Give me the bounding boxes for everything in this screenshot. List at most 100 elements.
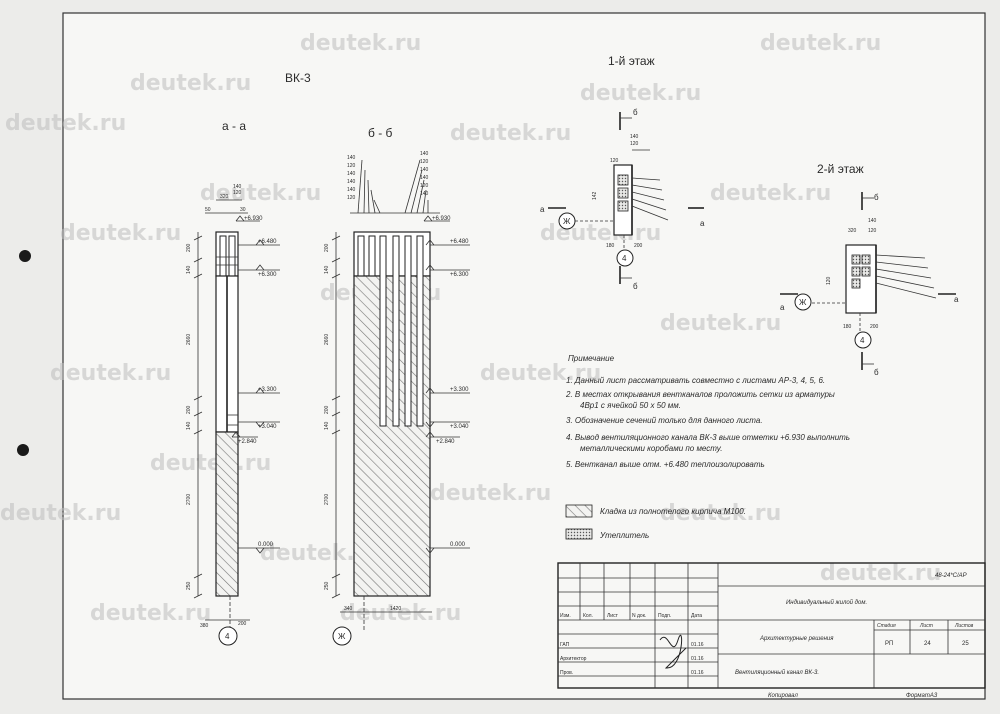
plan-floor-1: б б а а 140 120 142 120 180 200 Ж 4 [540,108,705,291]
svg-text:140: 140 [347,155,356,161]
svg-text:+3.040: +3.040 [450,424,469,430]
svg-text:200: 200 [870,324,879,330]
legend: Кладка из полнотелого кирпича М100. Утеп… [565,504,746,540]
svg-text:Индивидуальный жилой дом.: Индивидуальный жилой дом. [786,599,867,606]
svg-text:140: 140 [347,171,356,177]
svg-text:Кол.: Кол. [583,613,593,619]
svg-text:+2.840: +2.840 [436,439,455,445]
svg-text:3. Обозначение сечений только: 3. Обозначение сечений только для данног… [566,416,763,425]
svg-text:deutek.ru: deutek.ru [130,71,251,96]
svg-text:48-24*С/АР: 48-24*С/АР [935,573,967,579]
section-aa-drawing: 200 140 2660 200 140 2700 250 140 120 32… [186,184,280,646]
svg-text:120: 120 [347,195,356,201]
svg-text:380: 380 [200,623,209,629]
svg-text:б: б [633,108,638,117]
svg-text:deutek.ru: deutek.ru [150,451,271,476]
svg-text:0.000: 0.000 [258,542,274,548]
svg-text:Вентиляционный канал ВК-3.: Вентиляционный канал ВК-3. [735,669,819,676]
svg-text:320: 320 [220,194,229,200]
svg-text:Примечание: Примечание [568,354,615,363]
svg-text:120: 120 [233,190,242,196]
svg-text:Архитектурные решения: Архитектурные решения [759,636,834,642]
punch-hole [17,444,29,456]
svg-text:2660: 2660 [324,334,330,345]
title-section-aa: а - а [222,119,246,133]
svg-text:Дата: Дата [691,613,702,619]
svg-text:4: 4 [225,632,230,641]
svg-text:б: б [874,368,879,377]
svg-text:deutek.ru: deutek.ru [450,121,571,146]
svg-text:deutek.ru: deutek.ru [90,601,211,626]
svg-text:+3.040: +3.040 [258,424,277,430]
svg-text:2700: 2700 [186,494,192,505]
svg-text:120: 120 [420,183,429,189]
svg-text:200: 200 [238,621,247,627]
svg-text:140: 140 [868,218,877,224]
svg-text:140: 140 [347,187,356,193]
svg-text:deutek.ru: deutek.ru [60,221,181,246]
svg-text:deutek.ru: deutek.ru [340,601,461,626]
svg-text:1. Данный лист рассматривать с: 1. Данный лист рассматривать совместно с… [566,376,825,385]
section-bb-drawing: 200 140 2660 200 140 2700 250 140 120 14… [324,151,470,646]
svg-text:deutek.ru: deutek.ru [430,481,551,506]
svg-text:+6.300: +6.300 [450,272,469,278]
svg-text:250: 250 [324,581,330,590]
svg-text:140: 140 [347,179,356,185]
svg-text:+2.840: +2.840 [238,439,257,445]
svg-text:ФорматА3: ФорматА3 [906,693,938,699]
svg-text:01.16: 01.16 [691,670,704,676]
svg-text:Лист: Лист [919,623,933,629]
svg-text:200: 200 [634,243,643,249]
svg-text:140: 140 [324,265,330,274]
svg-text:а: а [780,303,785,312]
svg-text:01.16: 01.16 [691,642,704,648]
drawing-frame [62,12,986,700]
svg-text:200: 200 [186,405,192,414]
svg-text:deutek.ru: deutek.ru [710,181,831,206]
svg-text:140: 140 [186,421,192,430]
svg-text:4: 4 [622,254,627,263]
svg-text:Изм.: Изм. [560,613,571,619]
svg-text:N док.: N док. [632,613,646,619]
svg-text:Кладка из полнотелого кирпича: Кладка из полнотелого кирпича М100. [600,507,746,516]
svg-text:+6.930: +6.930 [432,216,451,222]
title-block: Изм. Кол. Лист N док. Подп. Дата ГАП Арх… [557,562,986,699]
svg-text:б: б [874,193,879,202]
svg-text:50: 50 [205,207,211,213]
svg-text:deutek.ru: deutek.ru [540,221,661,246]
svg-text:deutek.ru: deutek.ru [5,111,126,136]
punch-hole [19,250,31,262]
svg-text:120: 120 [610,158,619,164]
svg-text:+6.480: +6.480 [258,239,277,245]
signature [659,634,687,669]
svg-text:+3.300: +3.300 [258,387,277,393]
watermarks: deutek.ru deutek.ru deutek.ru deutek.ru … [0,31,941,626]
svg-text:б: б [633,282,638,291]
svg-text:Стадия: Стадия [877,623,896,629]
svg-text:Утеплитель: Утеплитель [599,531,649,540]
svg-text:142: 142 [592,191,598,200]
svg-text:140: 140 [420,191,429,197]
svg-text:deutek.ru: deutek.ru [820,561,941,586]
svg-text:Архитектор: Архитектор [560,656,587,662]
svg-text:140: 140 [420,151,429,157]
svg-text:а: а [954,295,959,304]
plan-floor-2: б б а а 140 320 120 120 180 200 Ж 4 [780,192,959,377]
svg-text:Ж: Ж [563,217,571,226]
svg-text:25: 25 [962,641,969,647]
svg-text:deutek.ru: deutek.ru [50,361,171,386]
svg-text:2660: 2660 [186,334,192,345]
svg-text:+3.300: +3.300 [450,387,469,393]
svg-text:250: 250 [186,581,192,590]
svg-text:металлическими коробами по мес: металлическими коробами по месту. [580,444,722,453]
svg-text:2. В местах открывания венткан: 2. В местах открывания вентканалов проло… [565,390,835,399]
svg-text:+6.930: +6.930 [244,216,263,222]
svg-text:140: 140 [233,184,242,190]
svg-text:320: 320 [848,228,857,234]
svg-text:200: 200 [324,243,330,252]
title-vk3: ВК-3 [285,71,311,85]
svg-text:Подп.: Подп. [658,613,671,619]
svg-text:+6.300: +6.300 [258,272,277,278]
svg-text:1420: 1420 [390,606,401,612]
